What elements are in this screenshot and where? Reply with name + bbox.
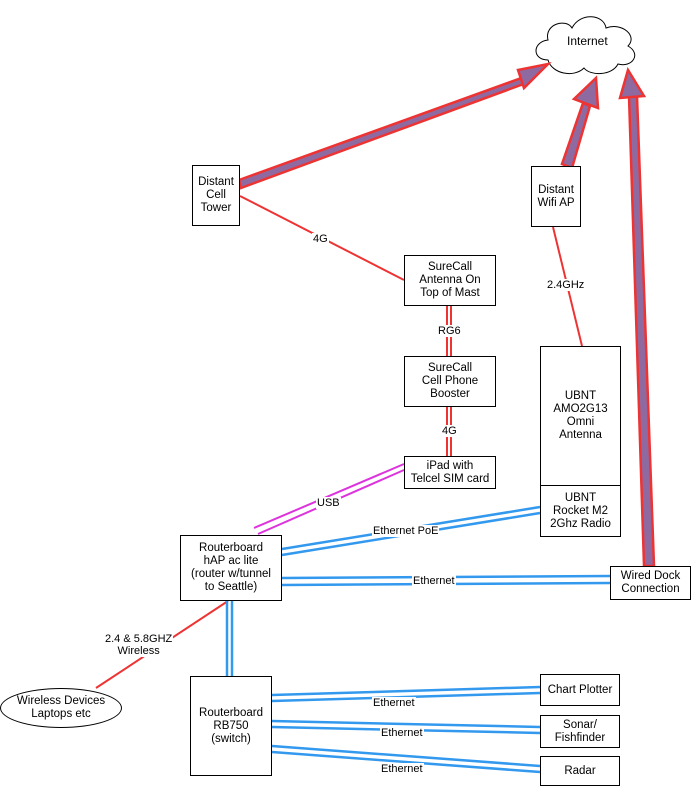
- label-hap-dock: Ethernet: [412, 575, 456, 587]
- uplink-arrows: [237, 61, 656, 568]
- link-sonar-a: [271, 719, 541, 729]
- node-wireless-devices: Wireless Devices Laptops etc: [0, 688, 122, 728]
- label-sonar-ethernet: Ethernet: [380, 727, 424, 739]
- cell-uplink-arrow: [237, 61, 552, 190]
- node-chart-plotter: Chart Plotter: [540, 674, 620, 706]
- node-rb750: Routerboard RB750 (switch): [190, 676, 272, 776]
- node-surecall-antenna: SureCall Antenna On Top of Mast: [404, 255, 496, 306]
- label-usb: USB: [316, 497, 341, 509]
- label-wifi-ubnt: 2.4GHz: [546, 279, 586, 291]
- node-ipad: iPad with Telcel SIM card: [404, 456, 496, 489]
- link-usb-a: [253, 463, 405, 529]
- label-rg6: RG6: [437, 325, 462, 337]
- node-radar: Radar: [540, 756, 620, 786]
- node-surecall-booster: SureCall Cell Phone Booster: [404, 356, 496, 407]
- node-wifi-ap: Distant Wifi AP: [531, 166, 581, 227]
- node-ubnt-rocket: UBNT Rocket M2 2Ghz Radio: [540, 485, 621, 537]
- link-chart-a: [271, 685, 541, 697]
- node-cell-tower: Distant Cell Tower: [192, 165, 240, 226]
- internet-cloud: [535, 16, 636, 75]
- label-ethernet-poe: Ethernet PoE: [372, 525, 440, 537]
- node-sonar: Sonar/ Fishfinder: [540, 715, 620, 748]
- node-hap-ac-lite: Routerboard hAP ac lite (router w/tunnel…: [180, 535, 282, 601]
- label-chart-ethernet: Ethernet: [372, 697, 416, 709]
- link-radar-a: [271, 744, 541, 768]
- label-radar-ethernet: Ethernet: [380, 763, 424, 775]
- internet-label: Internet: [567, 34, 608, 48]
- node-wired-dock: Wired Dock Connection: [610, 566, 691, 600]
- wifi-uplink-arrow: [560, 75, 600, 170]
- node-ubnt-antenna: UBNT AMO2G13 Omni Antenna: [540, 346, 621, 486]
- label-booster-ipad: 4G: [441, 425, 458, 437]
- link-radar-b: [271, 750, 541, 774]
- label-tower-antenna: 4G: [312, 233, 329, 245]
- label-wireless: 2.4 & 5.8GHZ Wireless: [104, 633, 174, 657]
- dock-uplink-arrow: [618, 66, 656, 568]
